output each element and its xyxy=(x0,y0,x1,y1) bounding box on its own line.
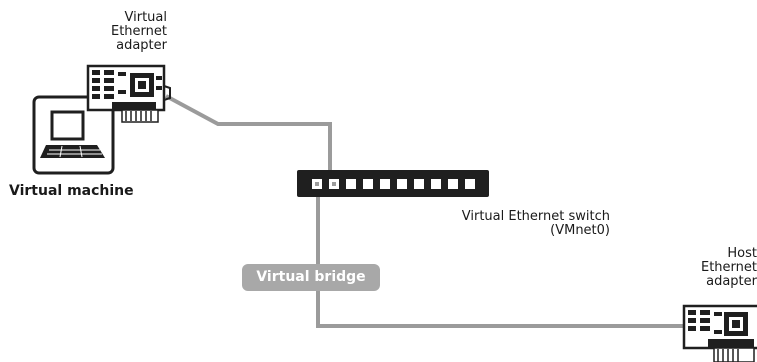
switch-to-host-cable xyxy=(316,186,690,328)
switch-label-name: Virtual Ethernet switch xyxy=(461,209,610,224)
network-card-icon xyxy=(86,64,171,123)
switch-label: Virtual Ethernet switch (VMnet0) xyxy=(462,210,610,238)
vm-label: Virtual machine xyxy=(9,183,134,199)
switch-icon xyxy=(297,170,489,197)
switch-label-id: (VMnet0) xyxy=(550,223,610,238)
vm-adapter-label-line1: Virtual xyxy=(124,10,167,25)
host-adapter-label: Host Ethernet adapter xyxy=(701,247,757,289)
network-card-icon xyxy=(682,304,757,362)
vm-adapter-label-line3: adapter xyxy=(116,38,167,53)
host-adapter-label-line1: Host xyxy=(727,246,757,261)
vm-to-switch-cable xyxy=(165,94,332,186)
computer-icon xyxy=(32,95,115,175)
vm-adapter-label: Virtual Ethernet adapter xyxy=(111,11,167,53)
host-adapter-label-line3: adapter xyxy=(706,274,757,289)
vm-adapter-label-line2: Ethernet xyxy=(111,24,167,39)
virtual-bridge-badge: Virtual bridge xyxy=(242,264,380,291)
host-adapter-label-line2: Ethernet xyxy=(701,260,757,275)
